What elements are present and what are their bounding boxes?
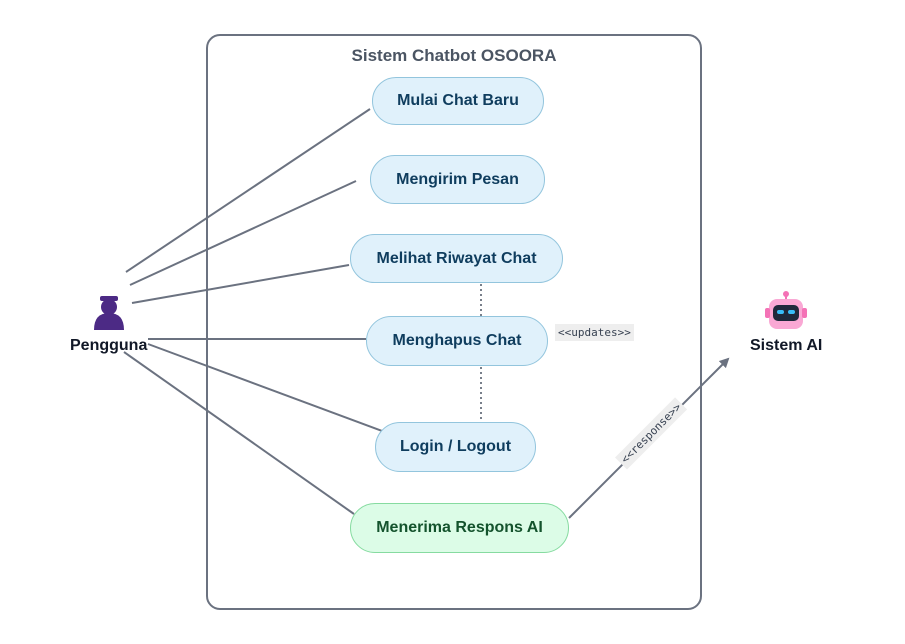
actor-label-sistem-ai: Sistem AI (750, 337, 823, 354)
usecase-menerima-respons-ai[interactable]: Menerima Respons AI (350, 503, 569, 553)
association-mulai-chat (125, 108, 371, 273)
usecase-menghapus-chat[interactable]: Menghapus Chat (366, 316, 548, 366)
association-respons (123, 351, 355, 515)
association-login (147, 343, 383, 432)
usecase-login-logout[interactable]: Login / Logout (375, 422, 536, 472)
system-boundary (206, 34, 702, 610)
actor-label-pengguna: Pengguna (70, 337, 148, 354)
stereotype-updates: <<updates>> (555, 324, 634, 341)
association-riwayat (131, 264, 350, 304)
usecase-mulai-chat-baru[interactable]: Mulai Chat Baru (372, 77, 544, 125)
robot-icon (765, 291, 807, 329)
person-icon (94, 296, 124, 330)
system-title: Sistem Chatbot OSOORA (351, 46, 557, 65)
association-mengirim-pesan (129, 180, 357, 286)
usecase-melihat-riwayat-chat[interactable]: Melihat Riwayat Chat (350, 234, 563, 283)
usecase-mengirim-pesan[interactable]: Mengirim Pesan (370, 155, 545, 204)
